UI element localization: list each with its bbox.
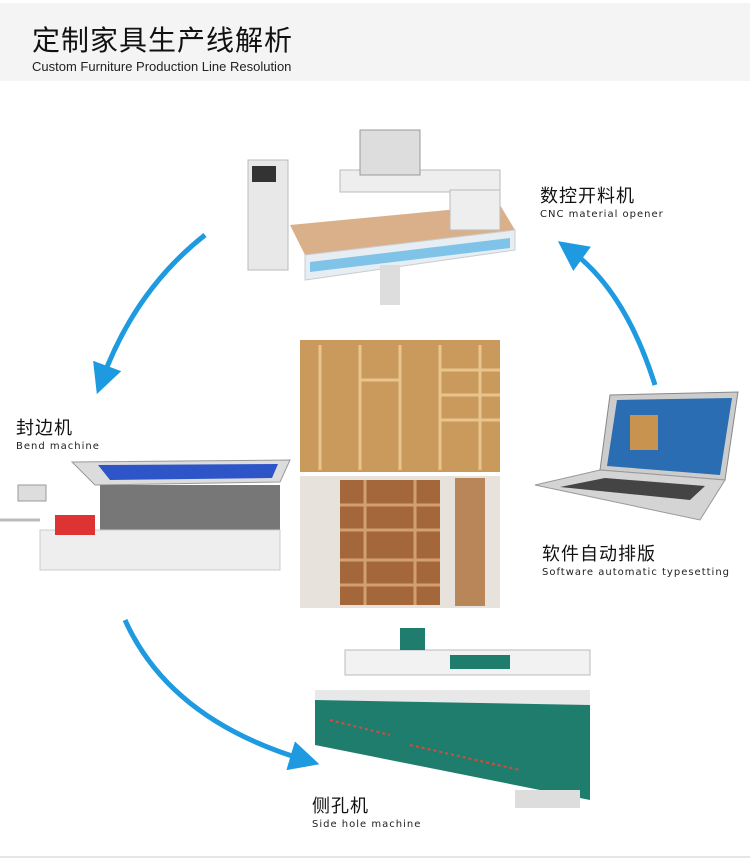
bottom-divider (0, 856, 750, 858)
wardrobe-photo (300, 340, 500, 472)
stage-edge-subtitle: Bend machine (16, 441, 100, 452)
side-hole-machine-image (315, 628, 591, 808)
arrow-edge-to-sidehole (122, 618, 320, 771)
stage-edge-label: 封边机 Bend machine (16, 414, 100, 452)
stage-sidehole-label: 侧孔机 Side hole machine (312, 792, 421, 830)
edge-banding-machine-image (0, 459, 291, 571)
arrow-cnc-to-edge (93, 233, 207, 395)
stage-sidehole-title: 侧孔机 (312, 796, 369, 817)
cnc-machine-image (247, 129, 516, 305)
laptop-image (534, 391, 739, 521)
stage-software-subtitle: Software automatic typesetting (542, 567, 731, 578)
stage-software-label: 软件自动排版 Software automatic typesetting (542, 540, 730, 578)
stage-cnc-title: 数控开料机 (540, 186, 635, 207)
stage-edge-title: 封边机 (16, 418, 73, 439)
stage-software-title: 软件自动排版 (542, 544, 656, 565)
stage-sidehole-subtitle: Side hole machine (312, 819, 422, 830)
tv-cabinet-photo (300, 476, 500, 608)
page-subtitle: Custom Furniture Production Line Resolut… (32, 59, 292, 74)
header-band: 定制家具生产线解析 Custom Furniture Production Li… (0, 3, 750, 81)
stage-cnc-label: 数控开料机 CNC material opener (540, 182, 664, 220)
arrow-laptop-to-cnc (557, 241, 658, 386)
page-title: 定制家具生产线解析 (32, 24, 294, 57)
stage-cnc-subtitle: CNC material opener (540, 209, 664, 220)
